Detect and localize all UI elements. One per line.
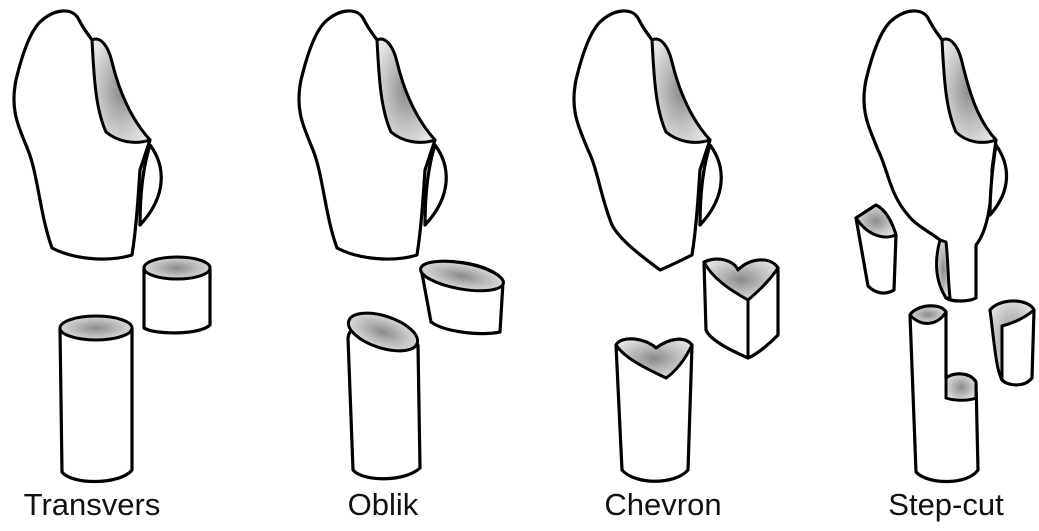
oblik-drawing <box>299 11 506 479</box>
step-cut-step-surface <box>937 240 950 298</box>
label-transvers: Transvers <box>24 487 161 523</box>
step-cut-drawing <box>856 11 1034 482</box>
label-chevron: Chevron <box>604 487 721 523</box>
label-oblik: Oblik <box>348 487 419 523</box>
transvers-shaft-cut <box>60 316 132 340</box>
transvers-small-fragment-cut <box>144 257 210 279</box>
transvers-shaft <box>60 319 132 482</box>
label-step-cut: Step-cut <box>888 487 1003 523</box>
chevron-drawing <box>574 11 778 481</box>
step-cut-shaft-cut-step <box>946 374 976 400</box>
transvers-drawing <box>14 11 210 482</box>
